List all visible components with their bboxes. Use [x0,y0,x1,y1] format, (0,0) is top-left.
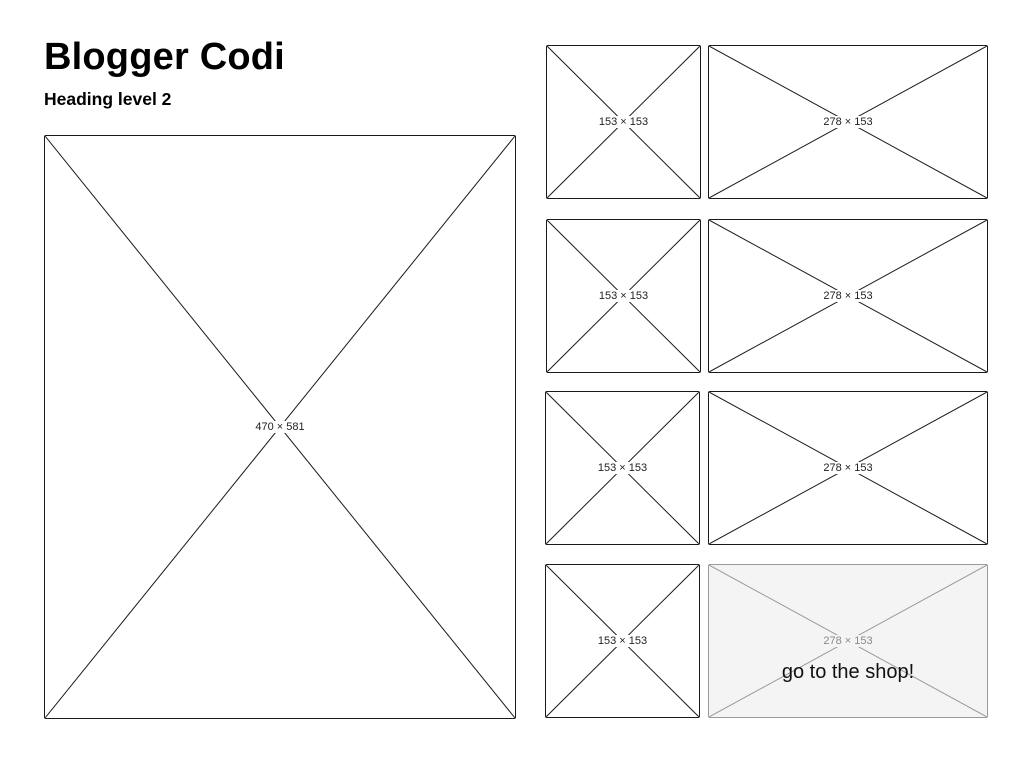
thumbnail-wide-1: 278 × 153 [708,45,988,199]
image-size-label: 278 × 153 [822,290,874,302]
thumbnail-square-3: 153 × 153 [545,391,700,545]
shop-link-tile[interactable]: 278 × 153 go to the shop! [708,564,988,718]
page-subtitle: Heading level 2 [44,89,172,109]
image-size-label: 153 × 153 [597,116,650,128]
hero-image-placeholder: 470 × 581 [44,135,516,719]
page-title: Blogger Codi [44,36,285,78]
image-size-label: 470 × 581 [254,421,306,433]
image-size-label: 278 × 153 [822,635,874,647]
thumbnail-wide-2: 278 × 153 [708,219,988,373]
thumbnail-square-1: 153 × 153 [546,45,701,199]
image-size-label: 278 × 153 [822,462,874,474]
thumbnail-square-2: 153 × 153 [546,219,701,373]
image-size-label: 278 × 153 [822,116,874,128]
shop-link[interactable]: go to the shop! [781,661,915,683]
thumbnail-square-4: 153 × 153 [545,564,700,718]
thumbnail-wide-3: 278 × 153 [708,391,988,545]
image-size-label: 153 × 153 [596,635,649,647]
image-size-label: 153 × 153 [597,290,650,302]
image-size-label: 153 × 153 [596,462,649,474]
